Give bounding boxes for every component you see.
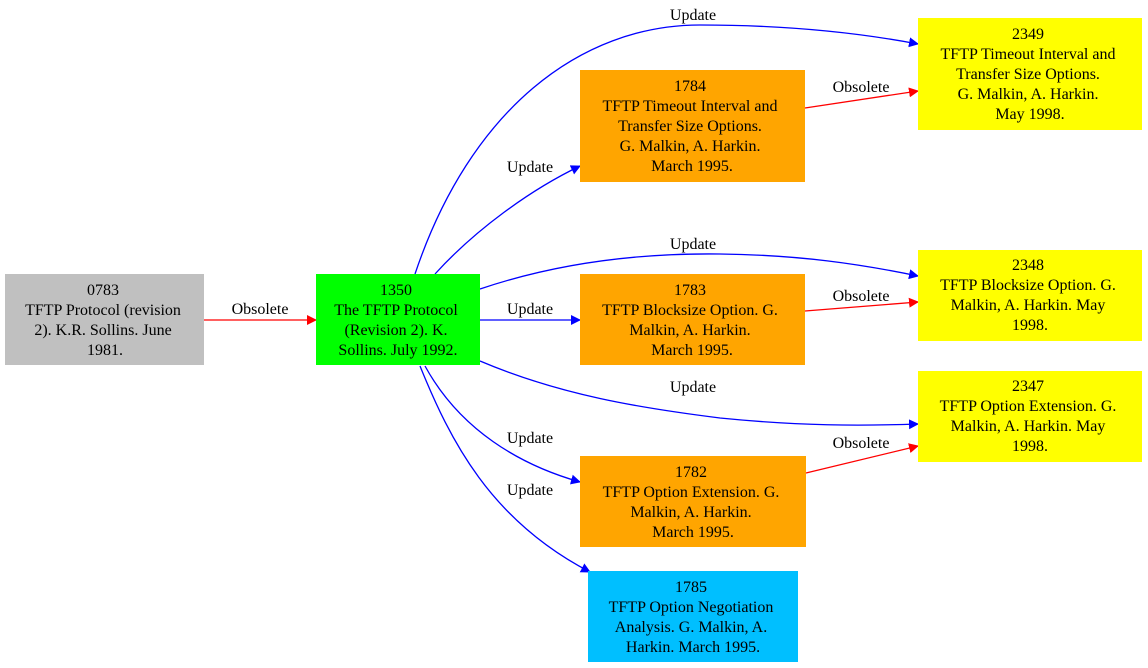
edge-line-1350-2349: [414, 24, 919, 275]
edge-label-1350-1782: Update: [507, 430, 553, 447]
edge-1782-2347: Obsolete: [805, 435, 919, 474]
node-box-1785: [588, 571, 798, 662]
node-box-1350: [316, 274, 480, 365]
node-box-2349: [918, 18, 1142, 130]
edge-1350-2347: Update: [479, 360, 919, 430]
edge-label-1782-2347: Obsolete: [833, 435, 890, 452]
edge-label-1350-2349: Update: [670, 7, 716, 24]
edge-label-1350-1784: Update: [507, 159, 553, 176]
node-text-1350: 1350 The TFTP Protocol (Revision 2). K. …: [334, 282, 462, 359]
edge-line-1350-2347: [479, 360, 919, 430]
edge-label-0783-1350: Obsolete: [232, 301, 289, 318]
edge-1350-2349: Update: [414, 7, 919, 275]
node-box-2348: [918, 250, 1142, 341]
edge-line-1350-2348: [479, 253, 919, 290]
node-box-1782: [580, 456, 806, 547]
node-box-1784: [580, 70, 805, 182]
node-box-2347: [918, 371, 1142, 462]
node-text-1785: 1785 TFTP Option Negotiation Analysis. G…: [609, 579, 778, 656]
node-box-0783: [5, 274, 204, 365]
edge-line-1350-1785: [419, 365, 591, 573]
node-rfc-1350[interactable]: 1350 The TFTP Protocol (Revision 2). K. …: [316, 274, 480, 365]
edge-line-1350-1782: [424, 365, 581, 485]
node-text-1783: 1783 TFTP Blocksize Option. G. Malkin, A…: [602, 282, 782, 359]
edge-1350-1783: Update: [480, 301, 581, 325]
edge-1350-1782: Update: [424, 365, 581, 485]
edge-label-1350-2348: Update: [670, 236, 716, 253]
edge-label-1350-1785: Update: [507, 482, 553, 499]
edge-1350-1785: Update: [419, 365, 591, 573]
node-text-1784: 1784 TFTP Timeout Interval and Transfer …: [603, 78, 782, 175]
edge-1784-2349: Obsolete: [804, 79, 919, 109]
edge-label-1783-2348: Obsolete: [833, 288, 890, 305]
edge-line-1350-1784: [434, 165, 581, 275]
node-text-2347: 2347 TFTP Option Extension. G. Malkin, A…: [940, 378, 1121, 455]
edge-label-1784-2349: Obsolete: [833, 79, 890, 96]
node-rfc-2349[interactable]: 2349 TFTP Timeout Interval and Transfer …: [918, 18, 1142, 130]
nodes: 0783 TFTP Protocol (revision 2). K.R. So…: [5, 18, 1142, 662]
edges: Obsolete Update Update Update Update Upd…: [204, 7, 919, 573]
node-rfc-1782[interactable]: 1782 TFTP Option Extension. G. Malkin, A…: [580, 456, 806, 547]
edge-0783-1350: Obsolete: [204, 301, 317, 325]
node-rfc-1783[interactable]: 1783 TFTP Blocksize Option. G. Malkin, A…: [580, 274, 805, 365]
edge-1350-2348: Update: [479, 236, 919, 290]
node-text-2349: 2349 TFTP Timeout Interval and Transfer …: [941, 26, 1120, 123]
edge-1350-1784: Update: [434, 159, 581, 275]
edge-1783-2348: Obsolete: [804, 288, 919, 312]
edge-label-1350-1783: Update: [507, 301, 553, 318]
edge-line-1784-2349: [804, 87, 919, 109]
edge-line-1782-2347: [805, 443, 919, 474]
node-text-2348: 2348 TFTP Blocksize Option. G. Malkin, A…: [940, 257, 1120, 334]
node-rfc-0783[interactable]: 0783 TFTP Protocol (revision 2). K.R. So…: [5, 274, 204, 365]
node-rfc-1785[interactable]: 1785 TFTP Option Negotiation Analysis. G…: [588, 571, 798, 662]
node-rfc-2347[interactable]: 2347 TFTP Option Extension. G. Malkin, A…: [918, 371, 1142, 462]
node-rfc-2348[interactable]: 2348 TFTP Blocksize Option. G. Malkin, A…: [918, 250, 1142, 341]
node-rfc-1784[interactable]: 1784 TFTP Timeout Interval and Transfer …: [580, 70, 805, 182]
node-box-1783: [580, 274, 805, 365]
node-text-0783: 0783 TFTP Protocol (revision 2). K.R. So…: [25, 282, 185, 359]
node-text-1782: 1782 TFTP Option Extension. G. Malkin, A…: [603, 464, 784, 541]
edge-line-1783-2348: [804, 297, 919, 312]
edge-label-1350-2347: Update: [670, 379, 716, 396]
